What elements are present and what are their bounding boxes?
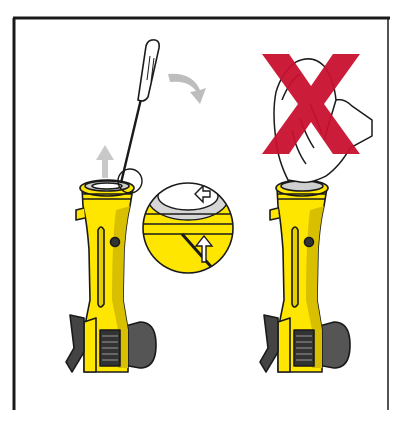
up-arrow xyxy=(96,145,114,178)
flashlight-left xyxy=(66,180,156,372)
magnified-rim-callout xyxy=(140,176,240,280)
curved-rotation-arrow xyxy=(168,74,206,104)
flashlight-right xyxy=(260,180,350,372)
screwdriver-icon xyxy=(121,40,159,183)
